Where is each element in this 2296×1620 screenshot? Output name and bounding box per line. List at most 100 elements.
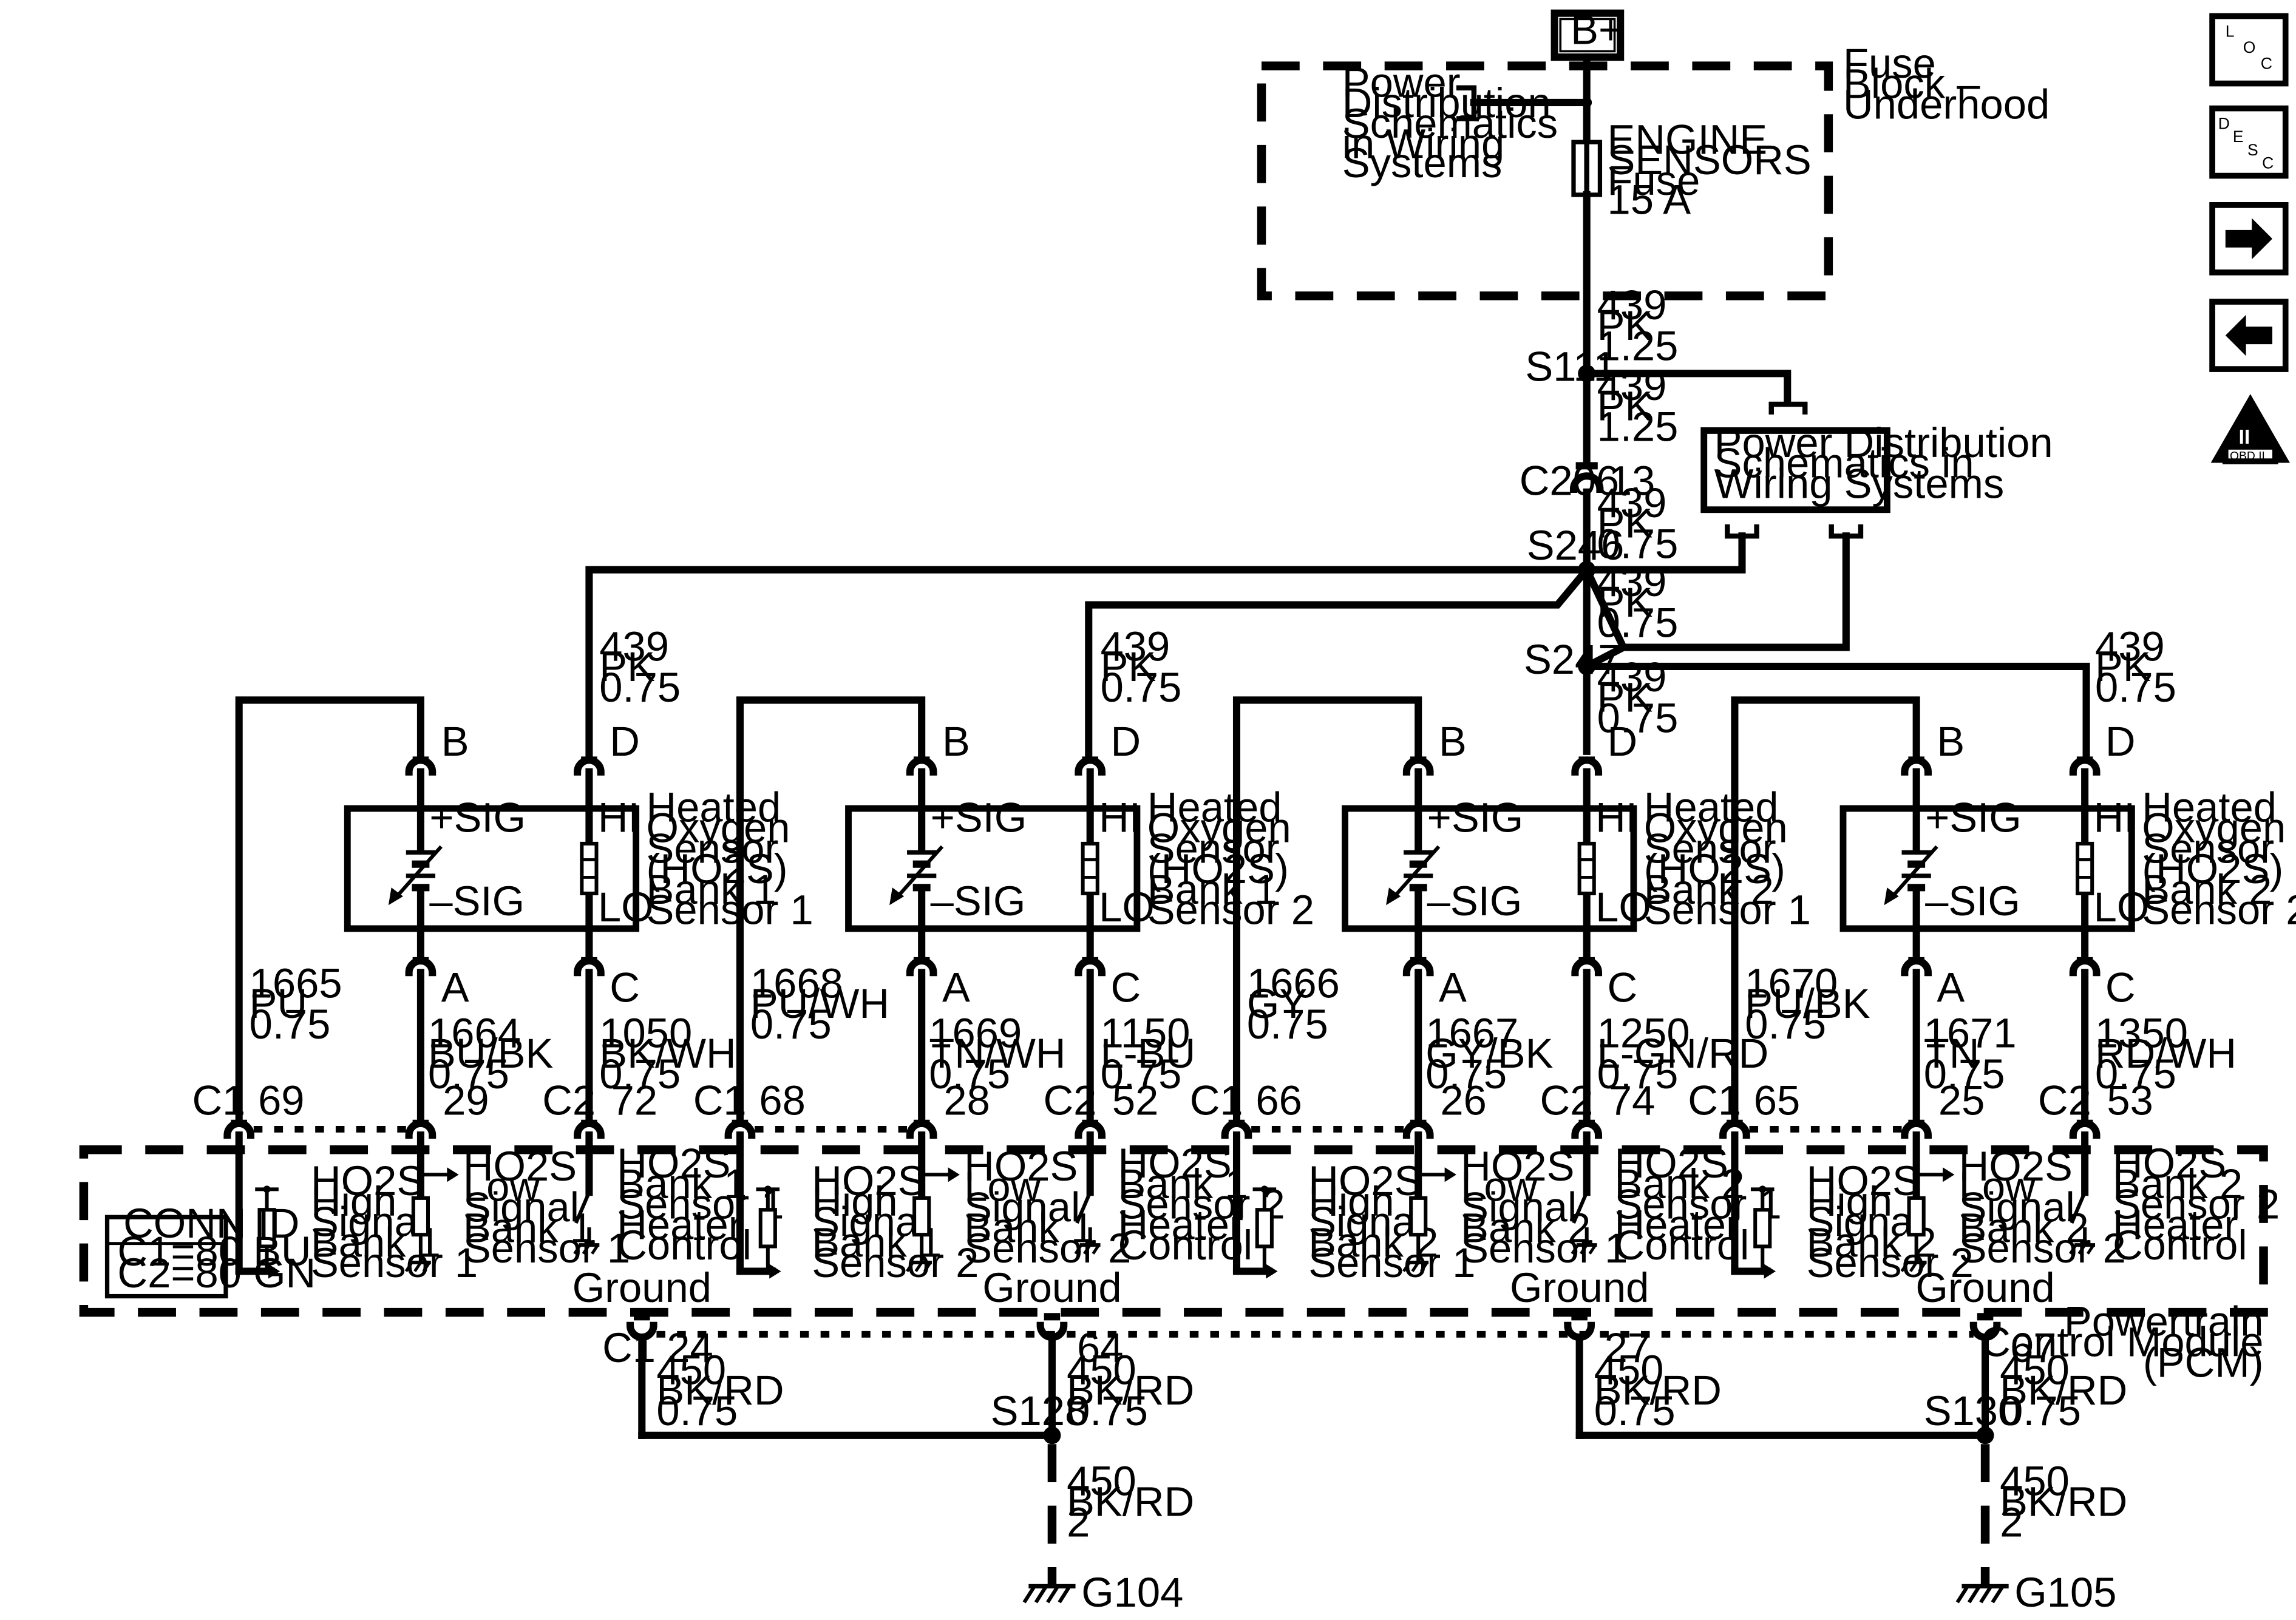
svg-text:Heated: Heated: [647, 784, 781, 831]
svg-text:439: 439: [1597, 558, 1667, 605]
svg-text:Heated: Heated: [1147, 784, 1282, 831]
svg-text:Sensor 2: Sensor 2: [1147, 887, 1314, 934]
svg-text:Bank 2: Bank 2: [1959, 1204, 2089, 1251]
location-icon[interactable]: L O C: [2209, 13, 2289, 87]
svg-text:0.75: 0.75: [599, 1051, 681, 1097]
arrow-left-icon[interactable]: [2209, 299, 2289, 372]
connector-pin-a: [1901, 957, 1932, 977]
svg-text:PK: PK: [2095, 643, 2151, 690]
svg-text:Signal: Signal: [1959, 1184, 2075, 1230]
svg-text:in Wiring: in Wiring: [1342, 121, 1504, 168]
svg-text:1671: 1671: [1924, 1009, 2017, 1056]
splice-label-s111: S111: [1525, 343, 1616, 390]
svg-text:0.75: 0.75: [1745, 1001, 1826, 1048]
connector-pin-d: [1075, 756, 1106, 776]
svg-text:450: 450: [2000, 1346, 2070, 1393]
svg-text:PK: PK: [1597, 383, 1653, 430]
svg-text:Signal: Signal: [812, 1199, 928, 1246]
svg-text:Heater: Heater: [617, 1201, 742, 1248]
pin-label-d: D: [2105, 718, 2136, 765]
connector-label-c1: C1: [1190, 1077, 1243, 1123]
svg-text:TN: TN: [1924, 1030, 1980, 1077]
hi-label: HI: [598, 795, 640, 841]
connector-label-c206: C206: [1520, 458, 1619, 504]
pin-number-high: 68: [759, 1077, 806, 1123]
svg-text:PK: PK: [1597, 500, 1653, 547]
pin-label-b: B: [441, 718, 469, 765]
svg-text:0.75: 0.75: [1425, 1051, 1507, 1097]
connector-pin-c: [1571, 957, 1603, 977]
pin-label-b: B: [942, 718, 970, 765]
pin-label-d: D: [610, 718, 640, 765]
ground-label: Ground: [1915, 1264, 2054, 1311]
svg-text:0.75: 0.75: [1924, 1051, 2005, 1097]
svg-text:Heated: Heated: [2142, 784, 2277, 831]
svg-text:C: C: [2261, 54, 2272, 72]
splice-label-s246: S246: [1527, 522, 1625, 569]
svg-text:439: 439: [1101, 623, 1170, 669]
svg-text:1668: 1668: [750, 960, 843, 1006]
obd-ii-icon[interactable]: II OBD II: [2210, 394, 2290, 464]
svg-text:S: S: [2247, 141, 2258, 159]
connector-c1-high: [724, 1119, 756, 1139]
fuse-block-label: Fuse Block – Underhood: [1843, 40, 2050, 128]
svg-text:Sensor 1: Sensor 1: [1461, 1225, 1628, 1272]
svg-text:BK/RD: BK/RD: [1067, 1479, 1194, 1525]
svg-text:PK: PK: [1597, 302, 1653, 349]
svg-text:439: 439: [599, 623, 669, 669]
svg-text:Oxygen: Oxygen: [647, 804, 790, 851]
svg-text:GY: GY: [1247, 980, 1307, 1027]
svg-text:High: High: [1807, 1178, 1892, 1225]
svg-text:C1=80 BU: C1=80 BU: [117, 1228, 311, 1275]
svg-text:PK: PK: [599, 643, 655, 690]
svg-text:PK: PK: [1597, 579, 1653, 626]
minus-sig-label: –SIG: [931, 878, 1026, 924]
svg-text:Sensor 2: Sensor 2: [964, 1225, 1131, 1272]
pin-number-high: 65: [1754, 1077, 1801, 1123]
connector-pin-b: [1402, 756, 1434, 776]
svg-text:0.75: 0.75: [1101, 1051, 1182, 1097]
svg-text:Oxygen: Oxygen: [1147, 804, 1291, 851]
minus-sig-label: –SIG: [1925, 878, 2020, 924]
svg-text:Bank 2: Bank 2: [2113, 1161, 2243, 1207]
svg-text:Control: Control: [1118, 1222, 1253, 1269]
svg-text:Sensor 1: Sensor 1: [1308, 1239, 1475, 1286]
svg-text:Block –: Block –: [1843, 61, 1980, 107]
svg-text:Sensor: Sensor: [1644, 825, 1776, 872]
svg-text:Signal: Signal: [964, 1184, 1080, 1230]
svg-text:Bank 2: Bank 2: [1644, 866, 1774, 913]
description-icon[interactable]: D E S C: [2209, 105, 2289, 179]
svg-text:Oxygen: Oxygen: [1644, 804, 1788, 851]
pin-number-low: 28: [943, 1077, 990, 1123]
wire-label-439-d: 439 PK 0.75: [1597, 558, 1679, 646]
lo-label: LO: [2094, 884, 2150, 930]
connector-c1-low: [405, 1119, 436, 1139]
splice-label-s128: S128: [991, 1388, 1089, 1434]
svg-text:1.25: 1.25: [1597, 323, 1679, 370]
pin-number-heater: 72: [611, 1077, 657, 1123]
pin-label-a: A: [1937, 964, 1965, 1011]
svg-text:C: C: [2262, 154, 2274, 172]
arrow-right-icon[interactable]: [2209, 202, 2289, 276]
svg-text:(HO2S): (HO2S): [1147, 846, 1289, 892]
svg-text:HO2S: HO2S: [812, 1157, 925, 1204]
svg-text:ENGINE: ENGINE: [1607, 116, 1767, 163]
wire-label-439-c: 439 PK 0.75: [1597, 480, 1679, 568]
svg-text:OBD II: OBD II: [2230, 450, 2265, 463]
ground-groups: Ground24450BK/RD0.75Ground64450BK/RD0.75…: [572, 1264, 2128, 1616]
minus-sig-label: –SIG: [429, 878, 525, 924]
svg-text:PK: PK: [1597, 674, 1653, 721]
svg-text:High: High: [1308, 1178, 1394, 1225]
svg-text:Bank 1: Bank 1: [1118, 1161, 1248, 1207]
